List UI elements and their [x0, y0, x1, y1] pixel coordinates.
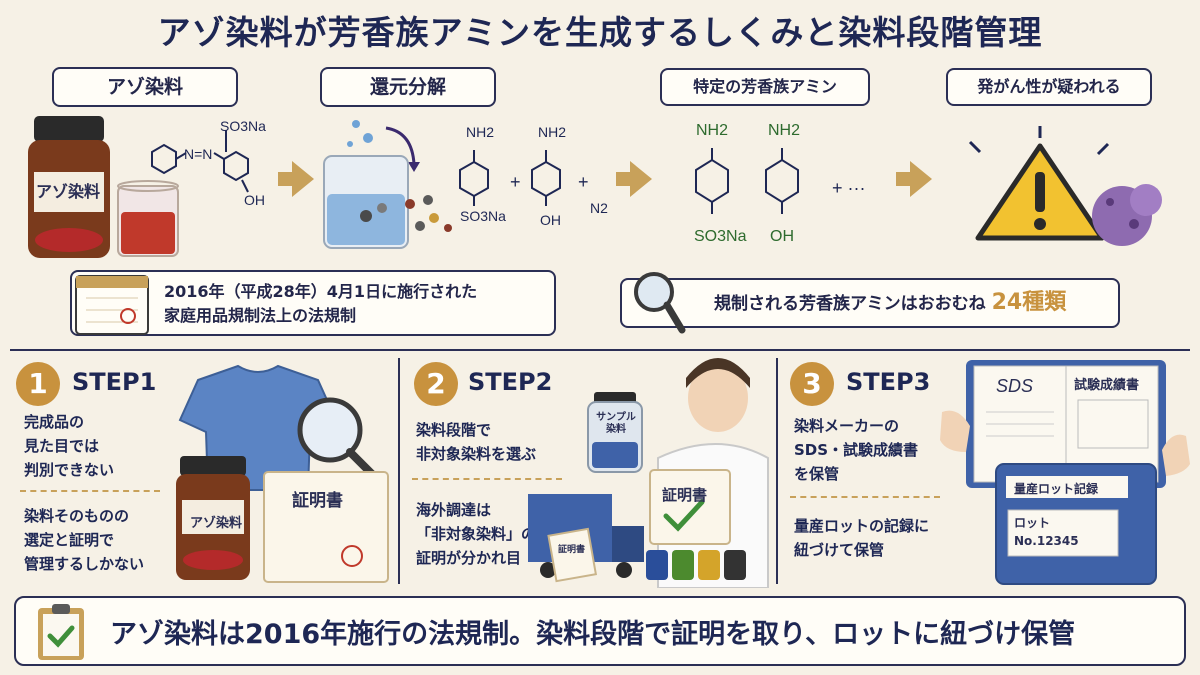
step2-number: 2: [414, 362, 458, 406]
nn-label: N=N: [184, 146, 213, 162]
label-reduction: 還元分解: [320, 67, 496, 107]
arrow-right-icon: [616, 172, 632, 186]
step3-illustration: [940, 360, 1190, 585]
step3-text-b-line: 紐づけて保管: [794, 541, 885, 559]
step1-text-b-line: 選定と証明で: [24, 531, 115, 549]
plus-label-2: +: [578, 172, 589, 192]
law-info-line1: 2016年（平成28年）4月1日に施行された: [164, 282, 478, 301]
sample-label-line: 染料: [606, 424, 626, 435]
step1-cert-label: 証明書: [292, 491, 343, 511]
step1-text-b: 染料そのものの 選定と証明で 管理するしかない: [24, 504, 144, 576]
section-divider: [10, 349, 1190, 351]
step2-text-a-line: 非対象染料を選ぶ: [416, 445, 537, 463]
amine-count-value: 24種類: [991, 290, 1067, 315]
step2-cert-label: 証明書: [662, 486, 708, 504]
step1-jar-label: アゾ染料: [190, 516, 243, 531]
step1-text-a-line: 判別できない: [24, 461, 115, 479]
plus-label-1: +: [510, 172, 521, 192]
amine-count-prefix: 規制される芳香族アミンはおおむね: [714, 294, 986, 314]
step2-text-a-line: 染料段階で: [416, 421, 492, 439]
step3-text-b: 量産ロットの記録に 紐づけて保管: [794, 514, 929, 562]
step3-text-a: 染料メーカーの SDS・試験成績書 を保管: [794, 414, 918, 486]
step2-text-b: 海外調達は 「非対象染料」の 証明が分かれ目: [416, 498, 536, 570]
step1-dash: [20, 490, 160, 492]
step1-text-a-line: 完成品の: [24, 413, 85, 431]
step1-number: 1: [16, 362, 60, 406]
law-info-line2: 家庭用品規制法上の法規制: [164, 306, 357, 325]
binder-title: 量産ロット記録: [1014, 482, 1099, 496]
summary-text: アゾ染料は2016年施行の法規制。染料段階で証明を取り、ロットに紐づけ保管: [110, 619, 1076, 650]
page-title: アゾ染料が芳香族アミンを生成するしくみと染料段階管理: [157, 13, 1043, 52]
n2-label: N2: [590, 200, 608, 216]
molecule-fragments-icon: [405, 195, 452, 232]
step2-title: STEP2: [468, 368, 553, 396]
step1-text-b-line: 染料そのものの: [24, 507, 130, 525]
jar-label: アゾ染料: [36, 182, 101, 201]
more-label: + ···: [832, 178, 866, 198]
step1-title: STEP1: [72, 368, 157, 396]
so3na-label-2: SO3Na: [460, 208, 506, 224]
label-carcinogen: 発がん性が疑われる: [946, 68, 1152, 106]
amine-count-box: 規制される芳香族アミンはおおむね 24種類: [620, 278, 1120, 328]
sample-label-line: サンプル: [596, 412, 636, 423]
step-divider-2: [776, 358, 778, 584]
step1-text-b-line: 管理するしかない: [24, 555, 145, 573]
test-report-label: 試験成績書: [1074, 378, 1140, 393]
oh-label-1: OH: [244, 192, 265, 208]
label-azo-dye: アゾ染料: [52, 67, 238, 107]
step3-number: 3: [790, 362, 834, 406]
azo-molecule-diagram: [151, 130, 249, 193]
step-divider-1: [398, 358, 400, 584]
lot-label-block: ロット No.12345: [1014, 514, 1079, 550]
magnifier-icon: [634, 272, 686, 334]
step3-text-a-line: を保管: [794, 465, 840, 483]
step3-text-b-line: 量産ロットの記録に: [794, 517, 930, 535]
arrow-right-icon: [910, 161, 932, 197]
clipboard-check-icon: [38, 604, 84, 660]
lot-label: ロット: [1014, 516, 1051, 530]
sds-label: SDS: [996, 376, 1034, 396]
reduction-products-diagram: [459, 150, 561, 206]
label-aromatic-amine: 特定の芳香族アミン: [660, 68, 870, 106]
nh2-label-2: NH2: [538, 124, 567, 140]
step2-text-b-line: 海外調達は: [416, 501, 492, 519]
step1-illustration: [176, 364, 389, 583]
step2-illustration: [528, 358, 769, 588]
arrow-right-icon: [292, 161, 314, 197]
sample-label: サンプル 染料: [594, 412, 638, 436]
calendar-icon-overlay: [75, 275, 149, 335]
step2-small-cert-label: 証明書: [558, 545, 586, 555]
step2-text-b-line: 「非対象染料」の: [416, 525, 537, 543]
step2-dash: [412, 478, 562, 480]
step3-text-a-line: 染料メーカーの: [794, 417, 900, 435]
step1-text-a: 完成品の 見た目では 判別できない: [24, 410, 114, 482]
azo-dye-jar-illustration: [28, 116, 179, 258]
step1-text-a-line: 見た目では: [24, 437, 100, 455]
step3-dash: [790, 496, 940, 498]
law-info-box: 2016年（平成28年）4月1日に施行された 家庭用品規制法上の法規制: [70, 270, 556, 336]
nh2-label-1: NH2: [466, 124, 495, 140]
summary-box: [14, 596, 1186, 666]
aromatic-amine-diagram: [695, 148, 799, 214]
lot-number: No.12345: [1014, 534, 1079, 548]
beaker-illustration: [323, 120, 420, 249]
nh2-label-4: NH2: [768, 122, 801, 139]
oh-label-3: OH: [770, 228, 794, 245]
step2-text-a: 染料段階で 非対象染料を選ぶ: [416, 418, 536, 466]
step2-text-b-line: 証明が分かれ目: [416, 549, 522, 567]
so3na-label-3: SO3Na: [694, 228, 747, 245]
nh2-label-3: NH2: [696, 122, 729, 139]
step3-text-a-line: SDS・試験成績書: [794, 441, 919, 459]
arrow-right-icon: [278, 172, 294, 186]
arrow-right-icon: [896, 172, 912, 186]
step3-title: STEP3: [846, 368, 931, 396]
oh-label-2: OH: [540, 212, 561, 228]
arrow-right-icon: [630, 161, 652, 197]
so3na-label-1: SO3Na: [220, 118, 266, 134]
warning-icon: [968, 126, 1162, 246]
